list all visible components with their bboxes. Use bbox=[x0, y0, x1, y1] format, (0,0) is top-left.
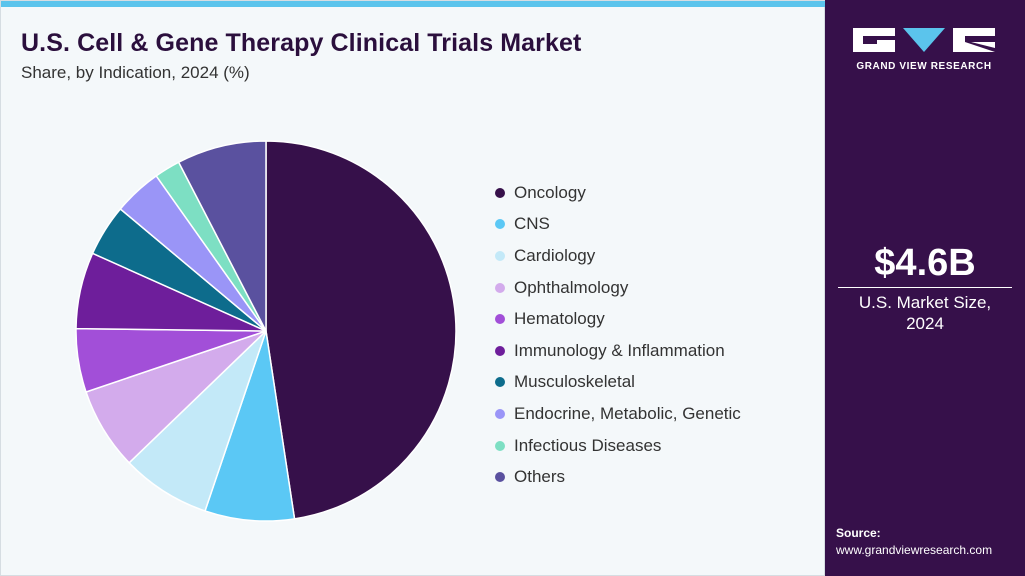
legend-swatch bbox=[495, 440, 505, 451]
chart-panel: U.S. Cell & Gene Therapy Clinical Trials… bbox=[0, 0, 826, 576]
divider bbox=[838, 287, 1012, 288]
legend-item-hematology: Hematology bbox=[495, 303, 741, 335]
legend-item-infectious-diseases: Infectious Diseases bbox=[495, 430, 741, 462]
legend-label: Infectious Diseases bbox=[514, 435, 662, 455]
legend-item-others: Others bbox=[495, 461, 741, 493]
legend-swatch bbox=[495, 345, 505, 356]
legend-label: Oncology bbox=[514, 182, 586, 202]
gvr-logo-icon bbox=[853, 28, 995, 52]
legend-label: Ophthalmology bbox=[514, 277, 629, 297]
pie-chart bbox=[75, 140, 457, 522]
legend-label: Immunology & Inflammation bbox=[514, 340, 725, 360]
market-size-label-line2: 2024 bbox=[906, 314, 944, 333]
brand-name: GRAND VIEW RESEARCH bbox=[856, 61, 992, 72]
legend-label: Musculoskeletal bbox=[514, 372, 635, 392]
legend-label: CNS bbox=[514, 214, 550, 234]
market-size-label-line1: U.S. Market Size, bbox=[858, 293, 992, 312]
pie-slice-others bbox=[177, 140, 267, 332]
legend-label: Hematology bbox=[514, 309, 605, 329]
legend-item-immunology-inflammation: Immunology & Inflammation bbox=[495, 335, 741, 367]
legend-label: Endocrine, Metabolic, Genetic bbox=[514, 403, 741, 423]
chart-subtitle: Share, by Indication, 2024 (%) bbox=[21, 63, 250, 82]
legend-label: Cardiology bbox=[514, 245, 596, 265]
market-size-value: $4.6B bbox=[874, 242, 976, 284]
legend-swatch bbox=[495, 282, 505, 293]
source-label: Source: bbox=[836, 526, 881, 540]
pie-slice-oncology bbox=[265, 140, 457, 520]
market-size-label: U.S. Market Size, 2024 bbox=[825, 292, 1025, 334]
legend-item-musculoskeletal: Musculoskeletal bbox=[495, 367, 741, 399]
legend-item-endocrine-metabolic-genetic: Endocrine, Metabolic, Genetic bbox=[495, 398, 741, 430]
legend-swatch bbox=[495, 250, 505, 261]
source-url[interactable]: www.grandviewresearch.com bbox=[836, 543, 993, 557]
legend-swatch bbox=[495, 472, 505, 483]
legend-item-cardiology: Cardiology bbox=[495, 240, 741, 272]
legend-item-ophthalmology: Ophthalmology bbox=[495, 272, 741, 304]
legend-swatch bbox=[495, 219, 505, 230]
summary-panel bbox=[825, 0, 1025, 576]
legend-item-cns: CNS bbox=[495, 209, 741, 241]
legend-swatch bbox=[495, 314, 505, 325]
legend-item-oncology: Oncology bbox=[495, 177, 741, 209]
chart-title: U.S. Cell & Gene Therapy Clinical Trials… bbox=[21, 29, 582, 57]
legend-swatch bbox=[495, 187, 505, 198]
legend-swatch bbox=[495, 408, 505, 419]
top-accent-bar bbox=[1, 1, 826, 7]
legend-swatch bbox=[495, 377, 505, 388]
legend-label: Others bbox=[514, 467, 566, 487]
